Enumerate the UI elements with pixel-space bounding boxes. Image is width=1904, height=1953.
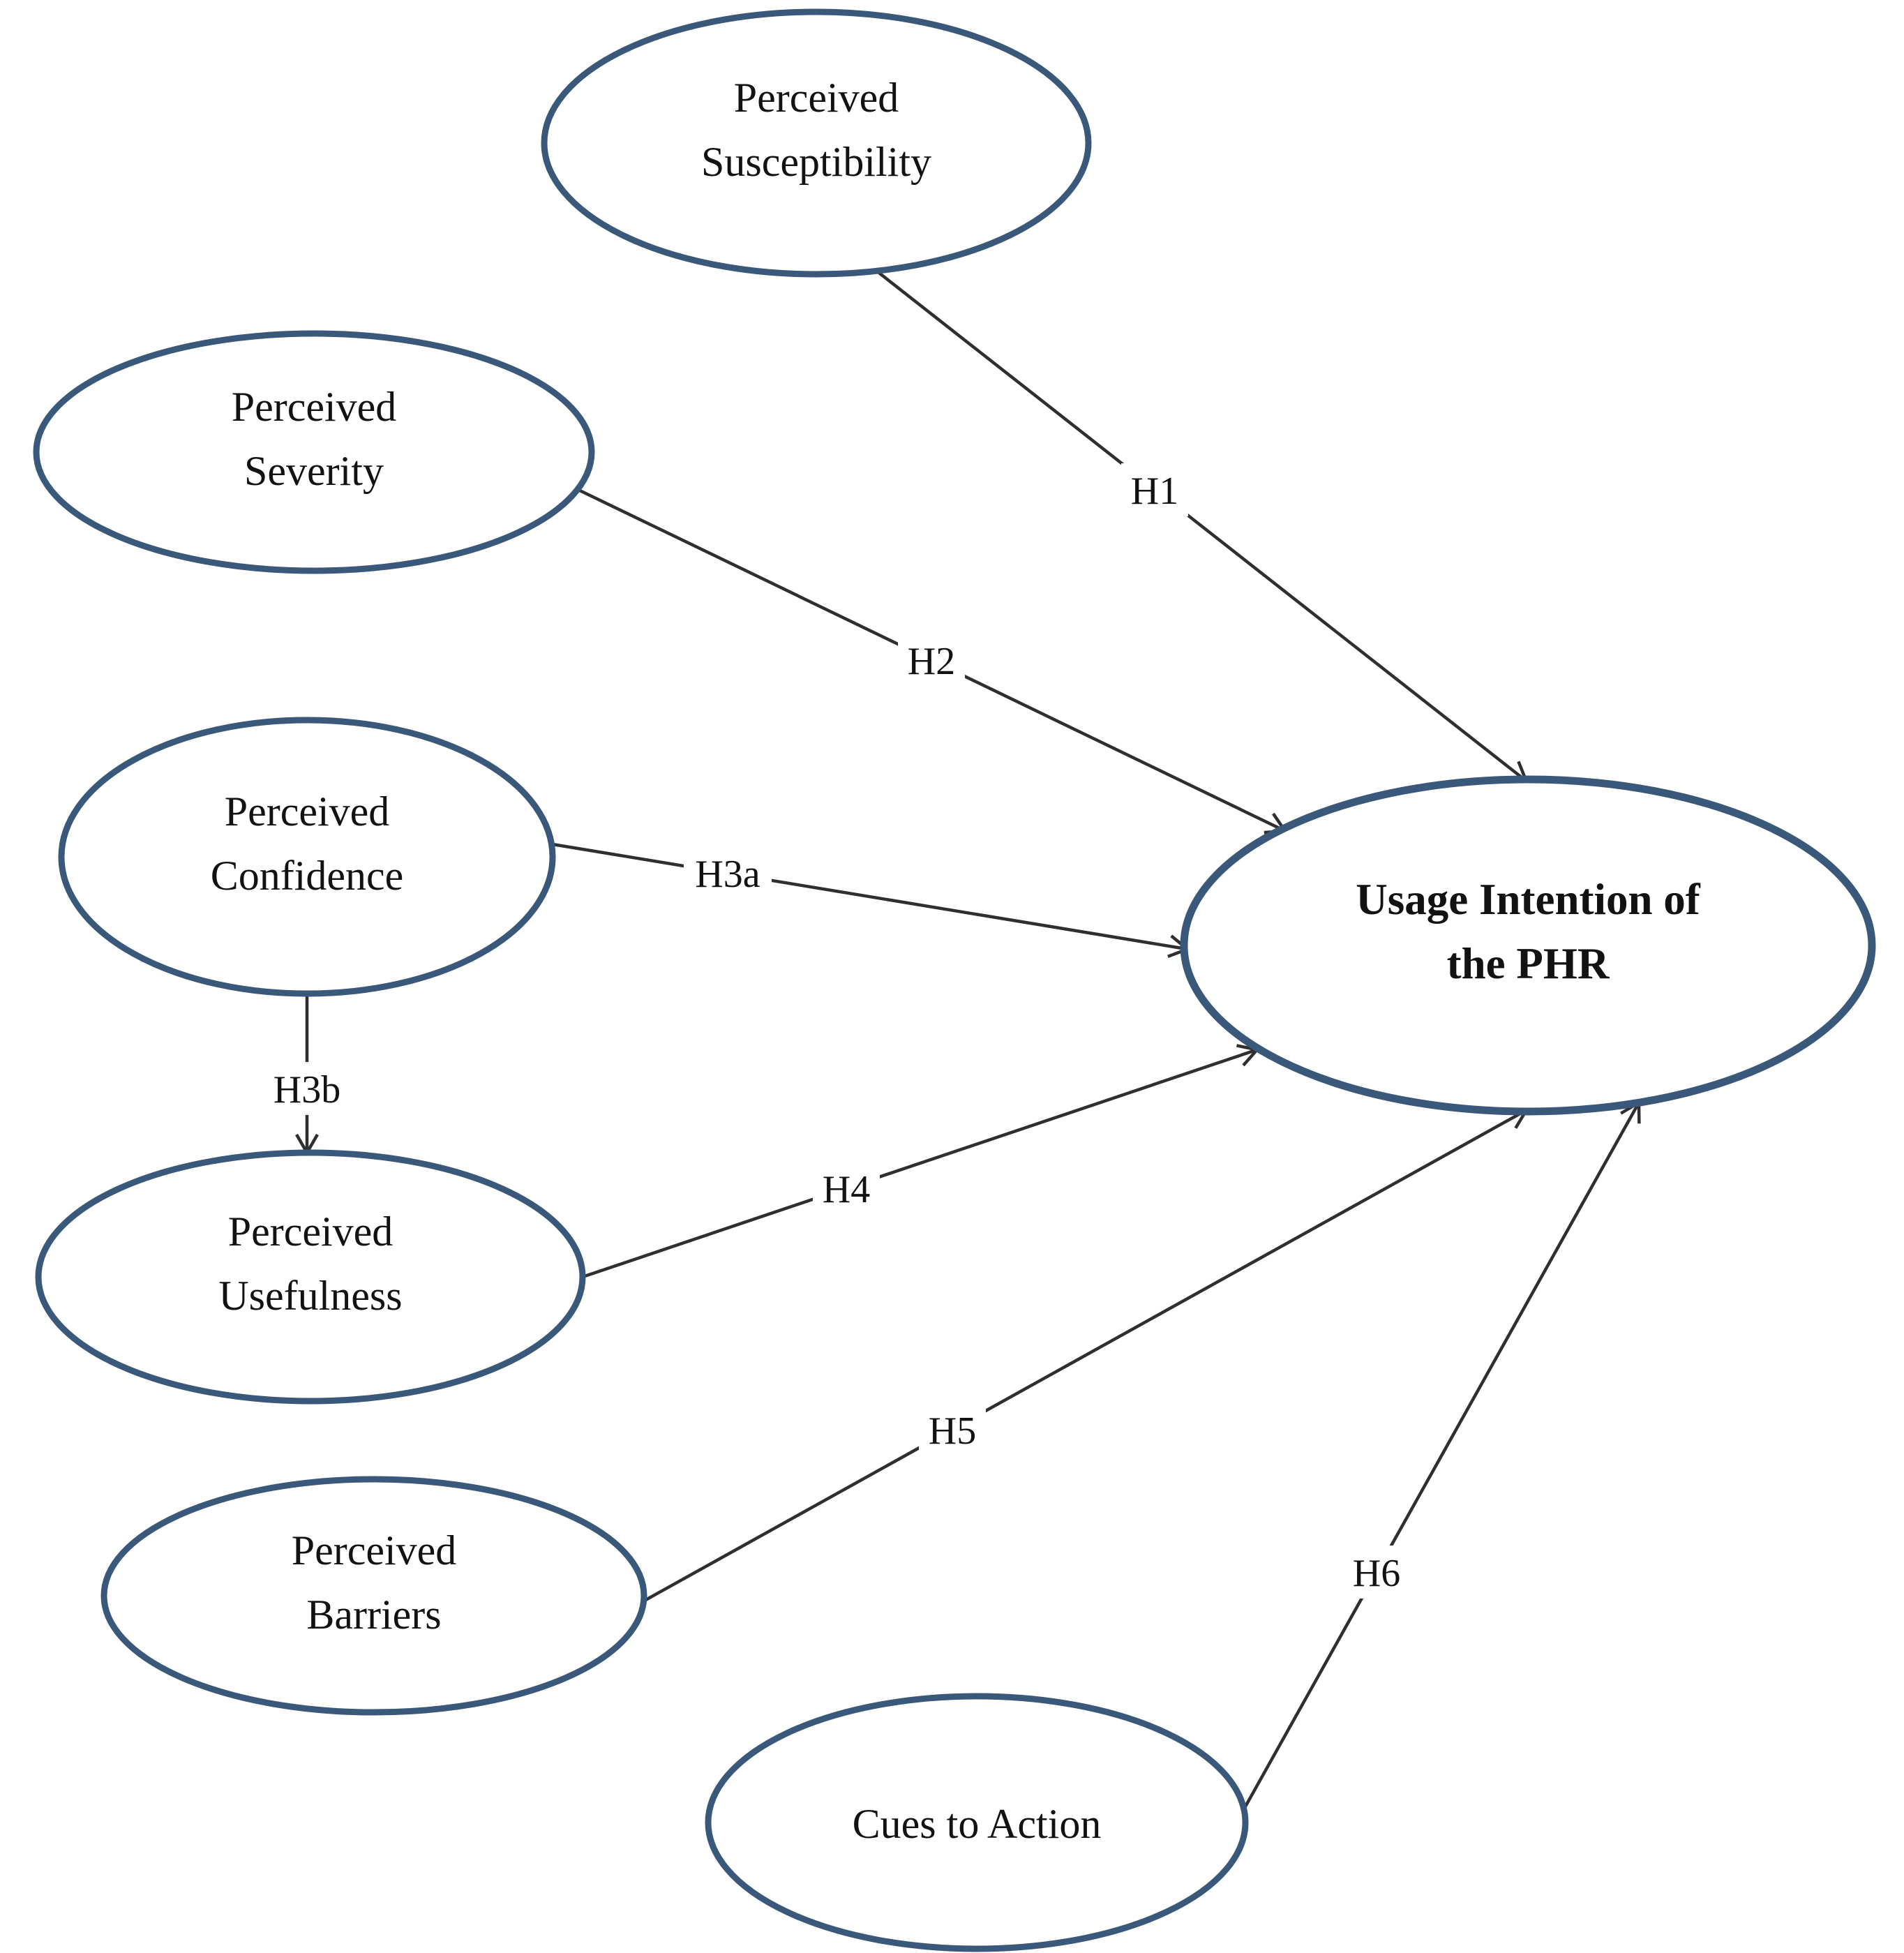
node-cues-to-action: Cues to Action	[705, 1693, 1249, 1952]
edge-h1-arrow	[875, 269, 1529, 784]
edge-h2-label-bg	[898, 634, 965, 687]
edge-h1-label: H1	[1131, 470, 1178, 513]
node-label-line: Confidence	[211, 853, 404, 899]
edge-h6-label-bg	[1343, 1546, 1410, 1599]
edge-h4-label: H4	[823, 1168, 870, 1211]
node-ellipse-perceived-confidence	[58, 717, 556, 997]
edge-h3a-label: H3a	[695, 853, 760, 896]
node-label-line: Perceived	[734, 75, 899, 121]
edge-h3b-label-bg	[263, 1062, 351, 1115]
node-label-line: Usefulness	[218, 1273, 402, 1319]
node-label-line: Perceived	[228, 1209, 393, 1255]
node-label-line: Usage Intention of	[1356, 875, 1701, 924]
edge-h6-label: H6	[1353, 1552, 1400, 1595]
node-ellipse-perceived-severity	[33, 330, 595, 574]
edge-h3b-label: H3b	[273, 1068, 340, 1112]
node-label-usage-intention-phr: Usage Intention of the PHR	[1356, 875, 1701, 988]
node-usage-intention-phr: Usage Intention of the PHR	[1180, 775, 1876, 1116]
edge-h6-arrow	[1240, 1100, 1641, 1814]
node-label-cues-to-action: Cues to Action	[853, 1801, 1102, 1847]
node-label-line: the PHR	[1447, 939, 1610, 988]
node-ellipse-perceived-barriers	[100, 1476, 647, 1716]
edge-h1-label-bg	[1121, 463, 1188, 516]
edge-h5-label-bg	[919, 1403, 986, 1456]
node-label-line: Perceived	[225, 788, 390, 835]
node-label-line: Cues to Action	[853, 1801, 1102, 1847]
node-label-line: Perceived	[292, 1527, 457, 1573]
node-label-line: Susceptibility	[701, 139, 931, 185]
edge-h3a-arrow	[552, 842, 1191, 958]
node-ellipse-cues-to-action	[705, 1693, 1249, 1952]
edge-h5-label: H5	[929, 1409, 976, 1453]
node-ellipse-usage-intention-phr	[1180, 775, 1876, 1116]
node-ellipse-perceived-susceptibility	[541, 8, 1092, 278]
edge-h5-arrow	[640, 1108, 1529, 1603]
node-ellipse-perceived-usefulness	[35, 1149, 586, 1405]
node-label-line: Perceived	[232, 384, 397, 430]
node-label-line: Severity	[244, 448, 384, 494]
edge-h2-label: H2	[908, 640, 955, 683]
edge-h3a-label-bg	[684, 846, 772, 899]
edge-h4-arrow	[582, 1044, 1261, 1279]
node-label-line: Barriers	[306, 1592, 441, 1638]
edge-h4-label-bg	[813, 1162, 880, 1215]
